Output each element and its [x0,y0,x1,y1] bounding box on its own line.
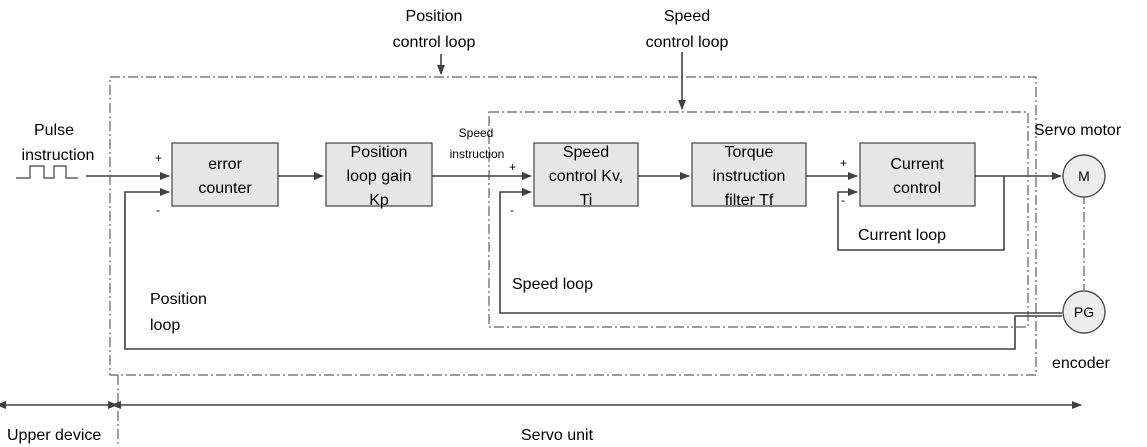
current-control-label-line1: Current [890,156,944,173]
position-gain-label-line1: Position [351,144,408,161]
svg-text:Kp: Kp [369,192,389,209]
svg-text:Ti: Ti [580,192,593,209]
svg-text:Servo unit: Servo unit [521,427,594,444]
speed-loop-label: Speed loop [512,276,593,293]
svg-text:Position: Position [150,291,207,308]
speed-minus-sign: - [510,203,514,217]
svg-text:Upper device: Upper device [7,427,101,444]
svg-text:+: + [840,156,847,170]
svg-text:Current: Current [890,156,944,173]
speed-plus-sign: + [509,160,516,174]
current-control-block: Current control [859,142,976,207]
current-plus-sign: + [840,156,847,170]
svg-text:-: - [156,203,160,217]
svg-text:Current loop: Current loop [858,227,946,244]
torque-filter-label-line2: instruction [713,168,786,185]
speed-control-label-line1: Speed [563,144,609,161]
current-loop-label: Current loop [858,227,946,244]
svg-text:PG: PG [1074,304,1094,320]
svg-text:control Kv,: control Kv, [549,168,623,185]
svg-text:-: - [510,203,514,217]
encoder-label: encoder [1052,355,1110,372]
svg-text:instruction: instruction [22,147,95,164]
pulse-waveform-icon [16,165,78,179]
svg-text:loop: loop [150,317,180,334]
servo-motor-label: Servo motor [1034,122,1122,139]
position-minus-sign: - [156,203,160,217]
position-control-boundary [109,76,1037,376]
svg-text:Position: Position [351,144,408,161]
svg-text:Servo motor: Servo motor [1034,122,1122,139]
position-gain-label-line3: Kp [369,192,389,209]
svg-text:error: error [208,156,242,173]
position-feedback-path [124,188,1062,350]
speed-control-loop-line1: Speed [664,8,710,25]
error-counter-block: error counter [171,142,279,207]
svg-text:+: + [509,160,516,174]
encoder-node: PG [1062,290,1106,334]
speed-control-block: Speed control Kv, Ti [533,142,639,209]
speed-control-label-line2: control Kv, [549,168,623,185]
speed-control-loop-line2: control loop [646,34,729,51]
svg-text:Speed: Speed [563,144,609,161]
current-control-label-line2: control [893,180,941,197]
svg-text:instruction: instruction [450,147,505,161]
position-loop-line1: Position [150,291,207,308]
position-control-loop-line2: control loop [393,34,476,51]
current-minus-sign: - [841,193,845,207]
speed-instruction-line2: instruction [450,147,505,161]
svg-text:Speed: Speed [664,8,710,25]
svg-text:M: M [1078,168,1090,184]
torque-filter-label-line3: filter Tf [725,192,774,209]
position-gain-label-line2: loop gain [347,168,412,185]
speed-feedback-path [499,188,1062,314]
svg-text:+: + [155,151,162,165]
svg-text:counter: counter [198,180,252,197]
svg-text:-: - [841,193,845,207]
svg-text:control loop: control loop [646,34,729,51]
svg-text:Pulse: Pulse [34,122,74,139]
svg-text:Speed loop: Speed loop [512,276,593,293]
svg-text:control: control [893,180,941,197]
upper-device-label: Upper device [7,427,101,444]
speed-control-label-line3: Ti [580,192,593,209]
svg-text:Position: Position [406,8,463,25]
motor-label: M [1078,168,1090,184]
position-loop-line2: loop [150,317,180,334]
svg-text:Torque: Torque [725,144,774,161]
svg-text:loop gain: loop gain [347,168,412,185]
position-gain-block: Position loop gain Kp [325,142,433,209]
position-control-loop-line1: Position [406,8,463,25]
motor-node: M [1062,154,1106,198]
speed-instruction-line1: Speed [459,126,494,140]
svg-text:Speed: Speed [459,126,494,140]
svg-text:control loop: control loop [393,34,476,51]
position-plus-sign: + [155,151,162,165]
current-feedback-path [837,176,1005,251]
svg-text:instruction: instruction [713,168,786,185]
speed-control-boundary [488,111,1029,328]
torque-filter-label-line1: Torque [725,144,774,161]
pulse-instruction-line2: instruction [22,147,95,164]
torque-filter-block: Torque instruction filter Tf [691,142,807,209]
error-counter-label-line1: error [208,156,242,173]
svg-text:filter Tf: filter Tf [725,192,774,209]
pulse-instruction-line1: Pulse [34,122,74,139]
svg-text:encoder: encoder [1052,355,1110,372]
servo-unit-label: Servo unit [521,427,594,444]
encoder-node-label: PG [1074,304,1094,320]
error-counter-label-line2: counter [198,180,252,197]
